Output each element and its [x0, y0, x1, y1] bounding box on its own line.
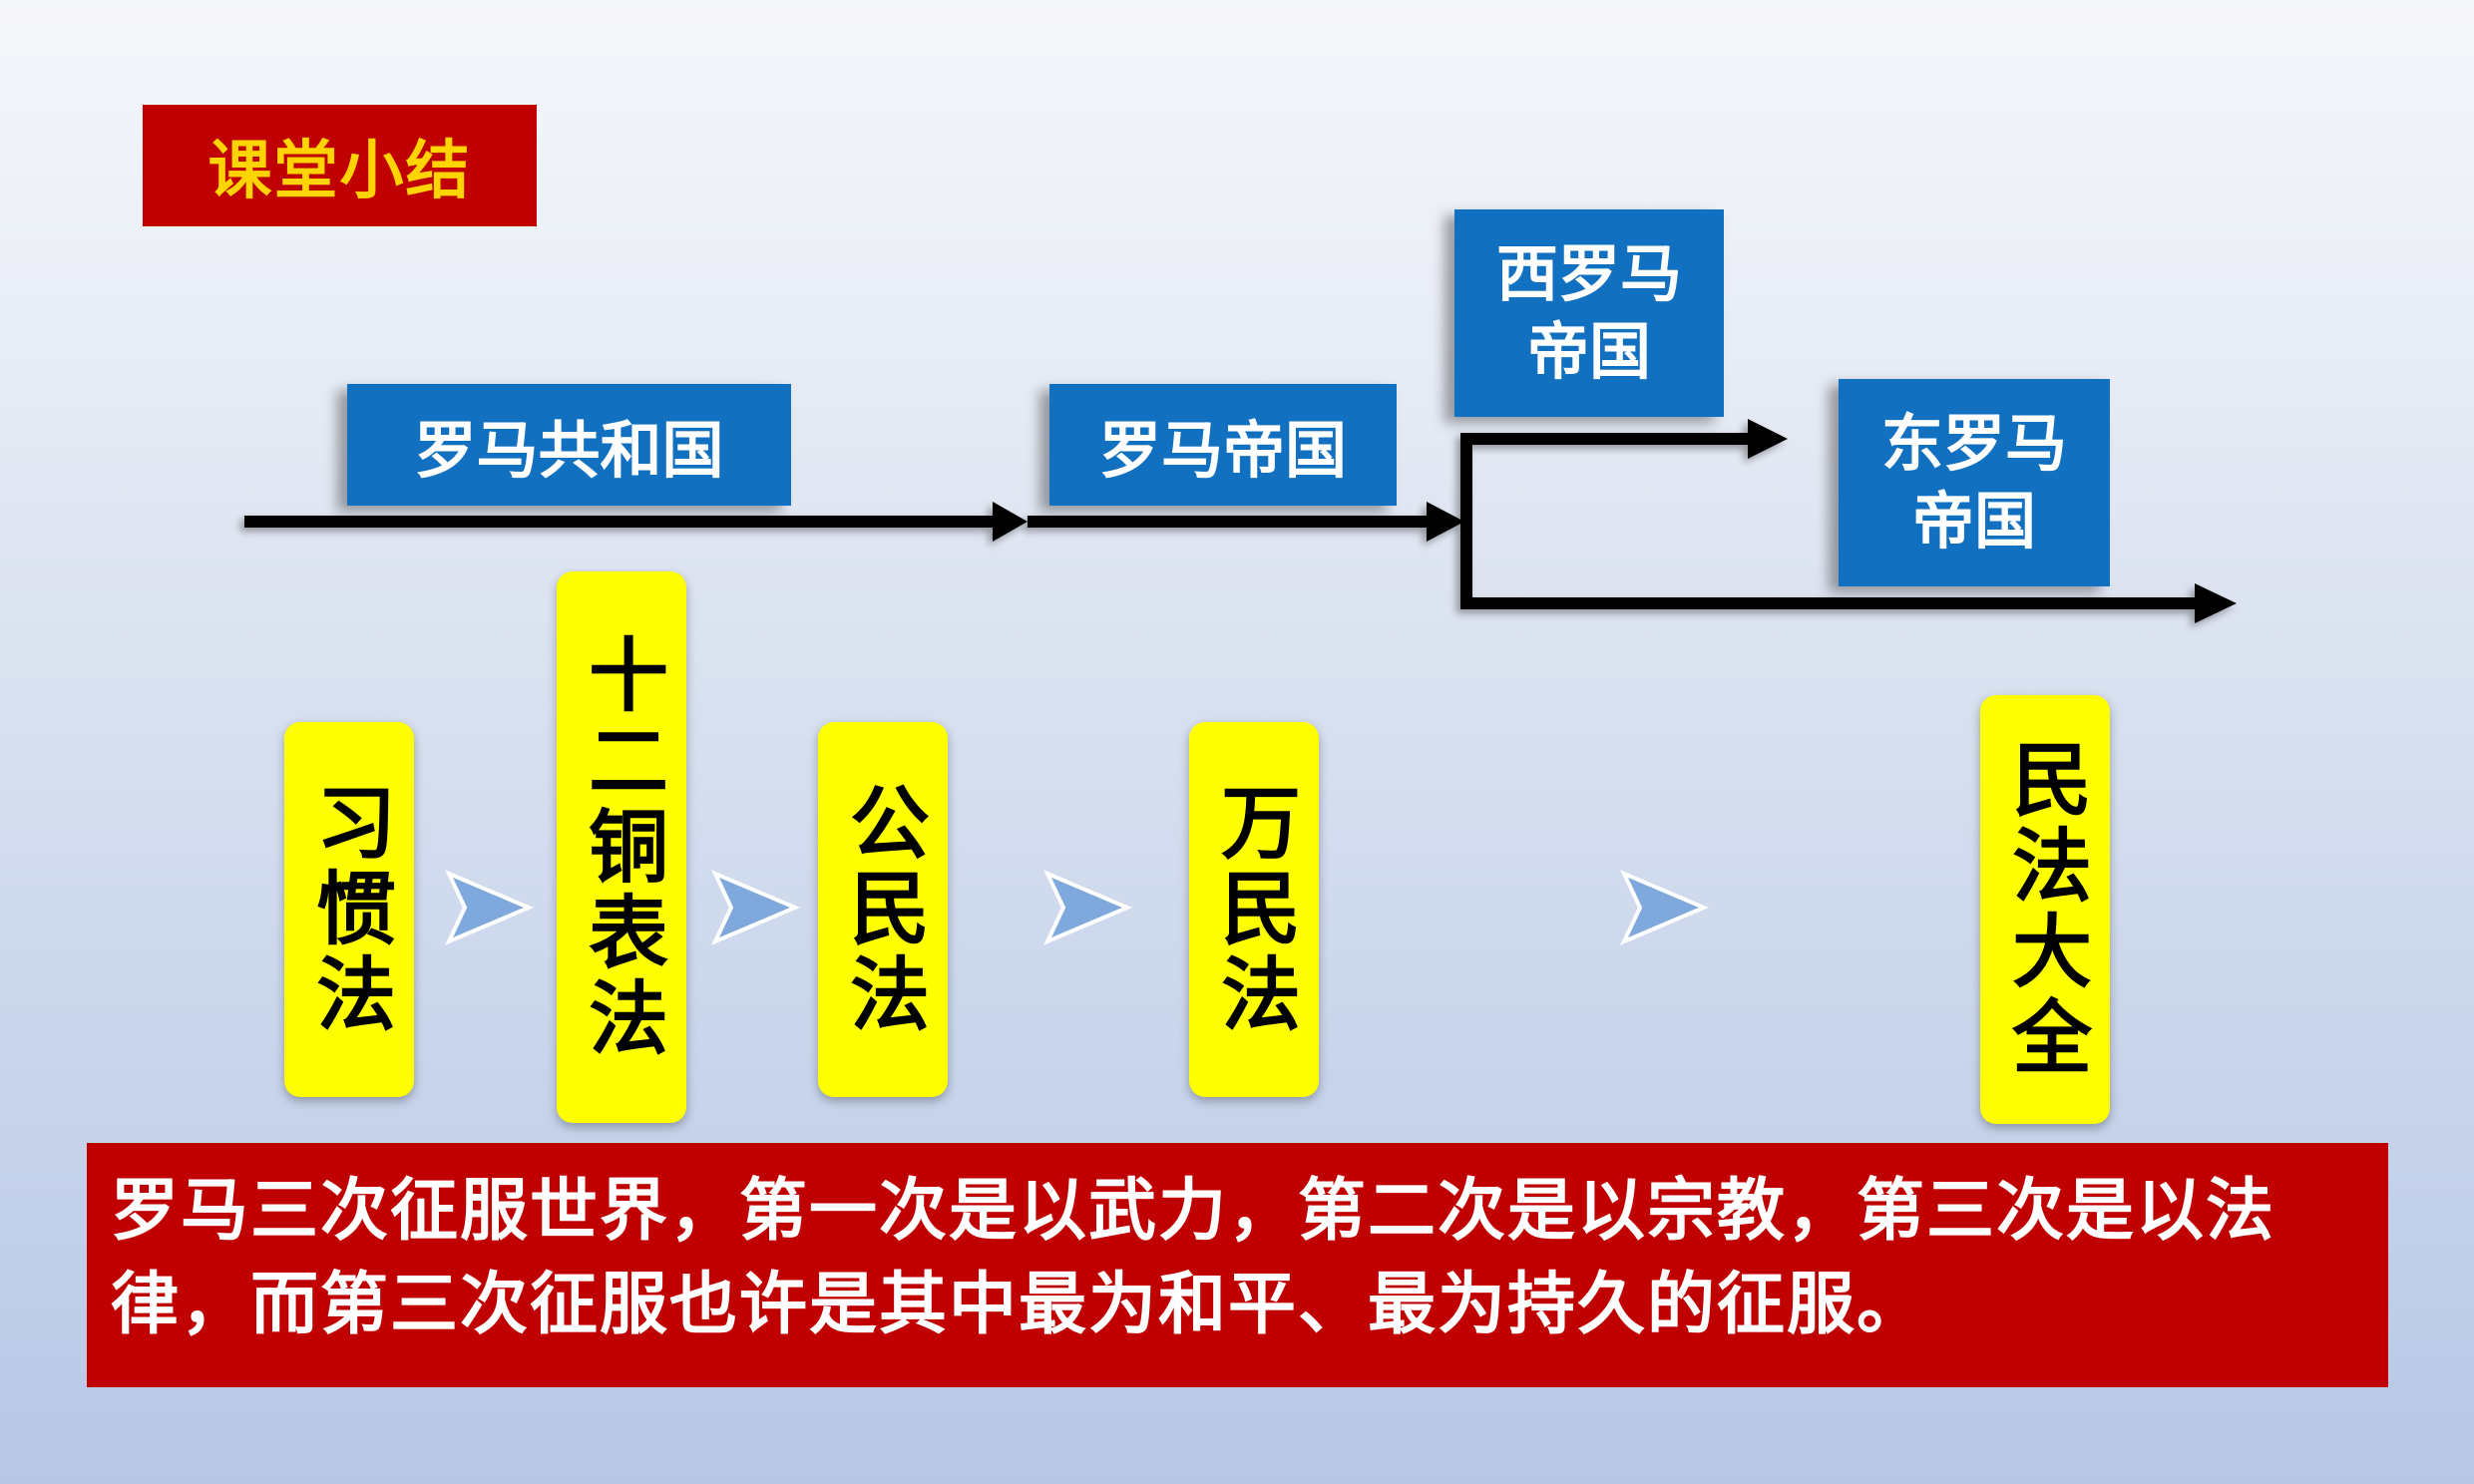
chevron-right-icon: [1042, 870, 1133, 945]
law-corpus-juris-civilis: 民法大全: [1980, 695, 2110, 1124]
law-civil: 公民法: [818, 722, 948, 1097]
law-customary: 习惯法: [284, 722, 414, 1097]
page-title: 课堂小结: [143, 105, 537, 226]
timeline-arrowhead-west: [1748, 419, 1788, 459]
timeline-arrowhead-east: [2195, 583, 2237, 623]
law-twelve-tables: 十二铜表法: [557, 571, 686, 1123]
summary-quote: 罗马三次征服世界，第一次是以武力，第二次是以宗教，第三次是以法律，而第三次征服也…: [87, 1143, 2388, 1387]
chevron-right-icon: [1619, 870, 1710, 945]
chevron-right-icon: [710, 870, 801, 945]
chevron-right-icon: [444, 870, 535, 945]
era-roman-empire: 罗马帝国: [1049, 384, 1397, 506]
timeline-arrowhead-2: [1427, 502, 1464, 542]
timeline-arrowhead-1: [993, 502, 1028, 542]
era-eastern-roman-empire: 东罗马帝国: [1839, 379, 2110, 586]
law-of-nations: 万民法: [1189, 722, 1319, 1097]
era-western-roman-empire: 西罗马帝国: [1454, 209, 1724, 417]
era-roman-republic: 罗马共和国: [347, 384, 791, 506]
